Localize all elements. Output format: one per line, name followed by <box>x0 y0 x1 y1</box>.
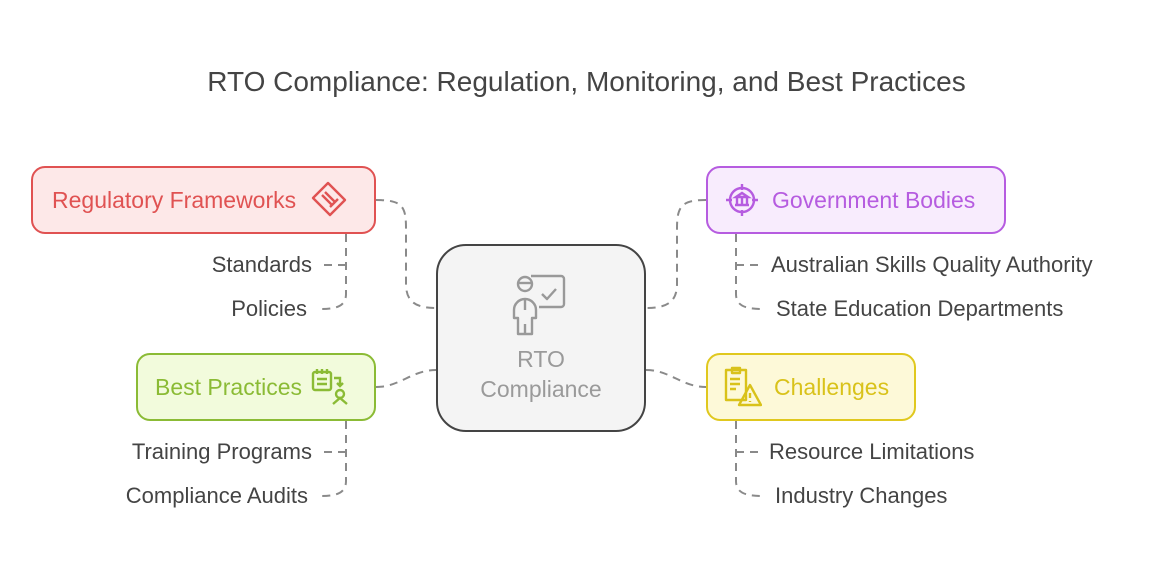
sub-item: Policies <box>231 296 307 321</box>
teacher-checklist-icon <box>512 274 566 336</box>
government-building-target-icon <box>726 184 758 216</box>
central-node: RTO Compliance <box>436 244 646 432</box>
best-practices-label: Best Practices <box>155 373 302 400</box>
government-bodies-label: Government Bodies <box>772 186 976 213</box>
sub-item: Standards <box>211 252 312 277</box>
checklist-person-icon <box>311 369 348 405</box>
connector-challenges-items <box>735 421 763 497</box>
challenges-node: Challenges <box>706 353 916 421</box>
connector-challenges <box>645 369 707 388</box>
central-label-line2: Compliance <box>480 376 602 402</box>
diagram-title: RTO Compliance: Regulation, Monitoring, … <box>207 66 966 97</box>
government-bodies-node: Government Bodies <box>706 166 1006 234</box>
sub-item: Compliance Audits <box>125 483 308 508</box>
connector-practices <box>375 369 437 388</box>
document-tag-icon <box>311 181 347 217</box>
connector-government <box>645 199 707 309</box>
sub-item: Industry Changes <box>775 483 948 508</box>
regulatory-frameworks-node: Regulatory Frameworks <box>31 166 376 234</box>
sub-item: Australian Skills Quality Authority <box>771 252 1093 277</box>
connector-government-items <box>735 234 763 310</box>
connector-regulatory-items <box>321 234 347 310</box>
best-practices-node: Best Practices <box>136 353 376 421</box>
clipboard-warning-icon <box>724 366 762 407</box>
sub-item: Training Programs <box>131 439 312 464</box>
sub-item: Resource Limitations <box>769 439 975 464</box>
central-label-line1: RTO <box>517 346 565 372</box>
sub-item: State Education Departments <box>776 296 1064 321</box>
regulatory-frameworks-label: Regulatory Frameworks <box>52 186 297 213</box>
challenges-label: Challenges <box>774 373 890 400</box>
connector-regulatory <box>375 199 437 309</box>
connector-practices-items <box>321 421 347 497</box>
